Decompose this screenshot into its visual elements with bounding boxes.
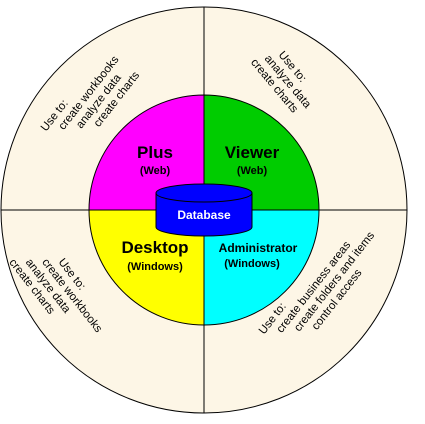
database-label: Database: [177, 208, 231, 222]
administrator-title: Administrator: [219, 241, 298, 255]
quadrant-administrator: [203, 209, 320, 326]
database-cylinder-icon: [155, 183, 253, 237]
desktop-title: Desktop: [121, 238, 188, 257]
quadrant-viewer: [203, 94, 320, 211]
quadrant-desktop: [88, 209, 205, 326]
viewer-title: Viewer: [225, 143, 280, 162]
quadrant-plus: [88, 94, 205, 211]
plus-title: Plus: [137, 143, 173, 162]
viewer-subtitle: (Web): [237, 165, 268, 177]
plus-subtitle: (Web): [140, 165, 171, 177]
desktop-subtitle: (Windows): [127, 261, 183, 273]
administrator-subtitle: (Windows): [224, 258, 280, 270]
